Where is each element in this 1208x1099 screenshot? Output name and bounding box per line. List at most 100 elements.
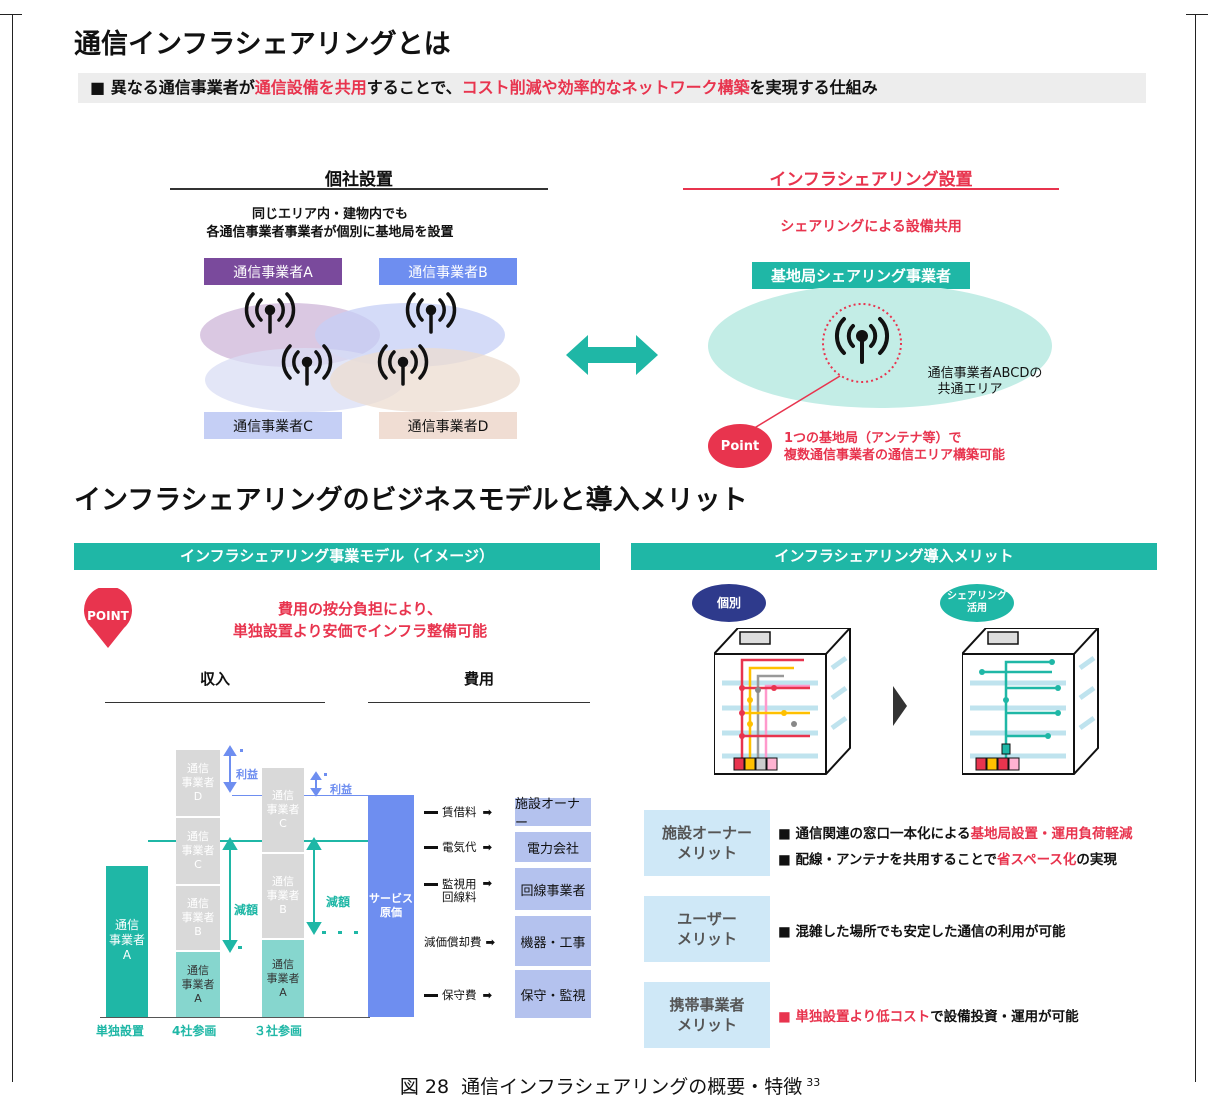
- figure-caption-text: 図 28 通信インフラシェアリングの概要・特徴: [399, 1076, 803, 1098]
- badge-sharing: シェアリング 活用: [940, 584, 1014, 622]
- payee-equipment-construction: 機器・工事: [515, 916, 591, 966]
- frame-left: [12, 14, 13, 1082]
- arrow-right-icon: ➡: [482, 876, 493, 890]
- banner-suffix: を実現する仕組み: [749, 78, 878, 97]
- double-arrow-icon: [566, 335, 658, 375]
- banner-prefix: ■ 異なる通信事業者が: [90, 78, 255, 97]
- service-cost-bar: サービス 原価: [368, 795, 414, 1017]
- four-stack-carrier-a: 通信 事業者 A: [176, 952, 220, 1017]
- single-install-bar: [106, 866, 148, 1017]
- reduction-label-3: 減額: [326, 895, 351, 909]
- sharing-operator-badge: 基地局シェアリング事業者: [752, 262, 970, 289]
- individual-coverage-diagram: [200, 292, 520, 412]
- individual-desc: 同じエリア内・建物内でも 各通信事業者事業者が個別に基地局を設置: [170, 206, 490, 242]
- antenna-icon: [405, 292, 457, 334]
- summary-banner: ■ 異なる通信事業者が通信設備を共用することで、コスト削減や効率的なネットワーク…: [78, 73, 1146, 103]
- income-underline: [105, 702, 325, 703]
- merit-owner-line1-prefix: ■ 通信関連の窓口一本化による: [778, 826, 971, 842]
- arrow-right-icon: ➡: [482, 988, 493, 1002]
- coverage-area-d: [330, 348, 520, 412]
- merit-row-owner-label: 施設オーナー メリット: [644, 810, 770, 876]
- banner-mid: することで、: [366, 78, 462, 97]
- frame-top-right: [1186, 14, 1208, 15]
- model-header: インフラシェアリング事業モデル（イメージ）: [74, 543, 600, 570]
- chevron-right-icon: [893, 686, 907, 726]
- payee-facility-owner: 施設オーナー: [515, 797, 591, 831]
- single-cost-level-line: [148, 840, 368, 842]
- individual-desc-line1: 同じエリア内・建物内でも: [251, 207, 408, 222]
- merit-owner-line2-highlight: 省スペース化: [997, 852, 1077, 868]
- merit-carrier-label-text: 携帯事業者 メリット: [669, 996, 745, 1034]
- model-point-line1: 費用の按分負担により、: [277, 600, 443, 618]
- service-cost-label: サービス 原価: [369, 892, 413, 919]
- merit-user-line1: ■ 混雑した場所でも安定した通信の利用が可能: [778, 924, 1066, 940]
- x-label-single: 単独設置: [96, 1024, 145, 1038]
- shared-coverage-area: [708, 288, 1052, 408]
- profit-label-4: 利益: [236, 768, 258, 781]
- badge-individual: 個別: [692, 584, 766, 622]
- merit-owner-line2: ■ 配線・アンテナを共用することで省スペース化の実現: [778, 848, 1117, 868]
- carrier-a-badge: 通信事業者A: [204, 258, 342, 285]
- banner-highlight-1: 通信設備を共用: [254, 78, 367, 97]
- sharing-title-underline: [683, 188, 1059, 190]
- cost-item-label: 減価償却費: [424, 935, 482, 949]
- four-stack-carrier-d: 通信 事業者 D: [176, 750, 220, 816]
- arrow-right-icon: ➡: [482, 805, 493, 819]
- carrier-d-badge: 通信事業者D: [379, 412, 517, 439]
- payee-power-company: 電力会社: [515, 832, 591, 862]
- x-label-four: 4社参画: [172, 1024, 217, 1038]
- x-axis-line: [100, 1017, 370, 1018]
- merit-owner-line2-prefix: ■ 配線・アンテナを共用することで: [778, 852, 998, 868]
- banner-highlight-2: コスト削減や効率的なネットワーク構築: [461, 78, 750, 97]
- merit-owner-line1-highlight: 基地局設置・運用負荷軽減: [970, 826, 1133, 842]
- point-pin-icon: [84, 588, 132, 648]
- four-stack-carrier-c: 通信 事業者 C: [176, 818, 220, 884]
- frame-top-left: [0, 14, 22, 15]
- dash-icon: [424, 810, 438, 814]
- point-badge: Point: [708, 424, 772, 468]
- sharing-point-line1: 1つの基地局（アンテナ等）で: [784, 431, 962, 446]
- cost-item-electricity: 電気代 ➡: [424, 835, 492, 859]
- merit-row-carrier-label: 携帯事業者 メリット: [644, 982, 770, 1048]
- merit-carrier-line1: ■ 単独設置より低コストで設備投資・運用が可能: [778, 1005, 1079, 1025]
- arrow-right-icon: ➡: [482, 840, 493, 854]
- individual-desc-line2: 各通信事業者事業者が個別に基地局を設置: [206, 225, 454, 240]
- single-install-bar-label: 通信 事業者 A: [108, 918, 145, 962]
- shared-area-label-line1: 通信事業者ABCDの: [927, 366, 1043, 381]
- payee-maintenance-monitoring: 保守・監視: [515, 970, 591, 1018]
- merit-carrier-line1-prefix: ■ 単独設置より低コスト: [778, 1009, 931, 1025]
- merit-carrier-line1-suffix: で設備投資・運用が可能: [930, 1009, 1079, 1025]
- cost-item-label: 電気代: [442, 840, 477, 854]
- cost-item-depreciation: 減価償却費 ➡: [424, 930, 495, 954]
- cost-item-label: 賃借料: [442, 805, 477, 819]
- profit-label-3: 利益: [330, 783, 352, 796]
- income-label: 収入: [199, 670, 230, 688]
- sharing-point-text: 1つの基地局（アンテナ等）で 複数通信事業者の通信エリア構築可能: [784, 430, 1005, 464]
- dash-icon: [424, 845, 438, 849]
- merit-owner-line2-suffix: の実現: [1076, 852, 1117, 868]
- carrier-b-badge: 通信事業者B: [379, 258, 517, 285]
- model-point-line2: 単独設置より安価でインフラ整備可能: [232, 622, 488, 640]
- antenna-highlight-circle: [822, 303, 902, 383]
- three-stack-carrier-a: 通信 事業者 A: [262, 940, 304, 1017]
- badge-sharing-label: シェアリング 活用: [947, 591, 1007, 614]
- merit-owner-line1: ■ 通信関連の窓口一本化による基地局設置・運用負荷軽減: [778, 822, 1133, 842]
- antenna-icon: [281, 344, 333, 386]
- expense-label: 費用: [463, 670, 494, 688]
- x-label-three: ３社参画: [254, 1024, 303, 1038]
- point-pin-label: POINT: [87, 609, 129, 623]
- merit-row-user-label: ユーザー メリット: [644, 896, 770, 962]
- model-point-text: 費用の按分負担により、 単独設置より安価でインフラ整備可能: [200, 598, 520, 642]
- dash-icon: [424, 883, 438, 886]
- antenna-icon: [834, 317, 890, 364]
- figure-caption-footnote: 33: [806, 1075, 821, 1089]
- shared-area-label: 通信事業者ABCDの 共通エリア: [895, 366, 1075, 398]
- carrier-c-badge: 通信事業者C: [204, 412, 342, 439]
- merit-user-label-text: ユーザー メリット: [676, 910, 737, 948]
- profit-reduction-arrows: [222, 745, 358, 953]
- individual-title: 個社設置: [325, 170, 393, 190]
- sharing-point-line2: 複数通信事業者の通信エリア構築可能: [784, 448, 1006, 463]
- payee-line-carrier: 回線事業者: [515, 868, 591, 910]
- individual-title-underline: [170, 188, 548, 190]
